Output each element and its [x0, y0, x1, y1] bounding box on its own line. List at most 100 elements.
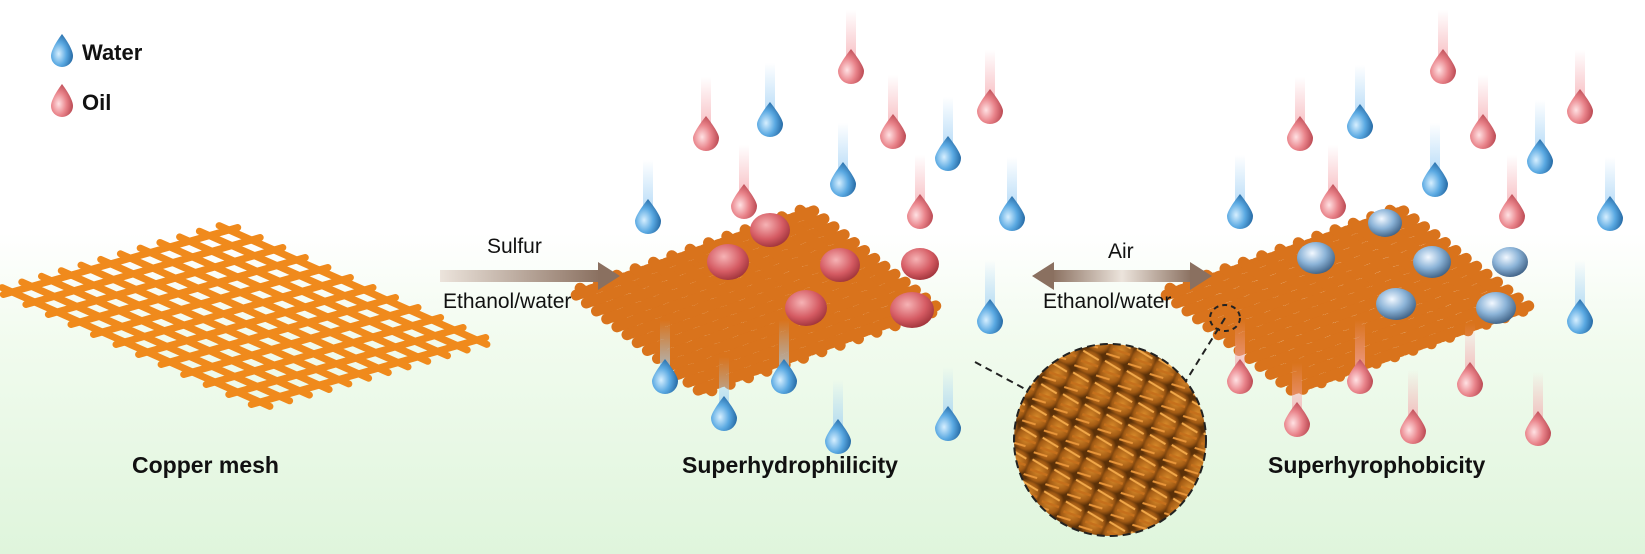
mesh-wire: [136, 244, 412, 371]
forward-arrow: [440, 262, 620, 290]
zoom-inset: [974, 304, 1241, 537]
oil-drop-icon: [907, 194, 933, 229]
reversible-arrow: [1032, 262, 1212, 290]
water-trail: [779, 320, 789, 368]
mesh-wire: [18, 278, 294, 405]
water-drop-icon: [1567, 299, 1593, 334]
water-beads-on-mesh: [1297, 209, 1528, 324]
mesh-wire: [180, 304, 422, 378]
oil-drop-icon: [977, 89, 1003, 124]
oil-drop-icon: [1567, 89, 1593, 124]
falling-droplets: [635, 10, 1623, 454]
water-drop-icon: [830, 162, 856, 197]
legend-oil-drop-icon: [51, 84, 73, 117]
water-trail: [719, 357, 729, 405]
copper-mesh-illustration: [0, 222, 491, 410]
water-drop-icon: [1527, 139, 1553, 174]
oil-drop-icon: [838, 49, 864, 84]
water-trail: [1235, 155, 1245, 203]
oil-trail: [1355, 320, 1365, 368]
mesh-wire: [57, 267, 333, 393]
mesh-wire: [77, 261, 353, 388]
oil-droplets-on-mesh: [707, 213, 939, 328]
water-trail: [833, 380, 843, 428]
mesh-wire: [22, 234, 264, 308]
mesh-wire: [225, 324, 467, 398]
oil-drop-icon: [1400, 409, 1426, 444]
legend-water-label: Water: [82, 40, 143, 65]
arrow-label-air: Air: [1108, 240, 1134, 263]
oil-drop-icon: [1430, 49, 1456, 84]
arrow-label-ethanol-water: Ethanol/water: [443, 290, 572, 313]
oil-drop-icon: [693, 116, 719, 151]
oil-trail: [1235, 320, 1245, 368]
mesh-wire: [156, 239, 432, 365]
mesh-wire: [157, 294, 399, 368]
legend-oil-label: Oil: [82, 90, 112, 115]
oil-trail: [739, 145, 749, 193]
water-drop-icon: [1227, 194, 1253, 229]
oil-trail: [1328, 145, 1338, 193]
mesh-wire: [195, 227, 471, 354]
water-drop-icon: [977, 299, 1003, 334]
oil-trail: [701, 77, 711, 125]
mesh-wire: [672, 284, 921, 380]
oil-trail: [1292, 363, 1302, 411]
caption-superhydrophilicity: Superhydrophilicity: [682, 452, 898, 478]
mesh-wire: [0, 284, 274, 410]
oil-trail: [1478, 75, 1488, 123]
water-trail: [660, 320, 670, 368]
oil-drop-icon: [1284, 402, 1310, 437]
mesh-wire: [116, 250, 392, 377]
oil-drop-icon: [1499, 194, 1525, 229]
water-trail: [1355, 65, 1365, 113]
oil-trail: [1438, 10, 1448, 58]
water-trail: [985, 260, 995, 308]
oil-drop-icon: [731, 184, 757, 219]
oil-trail: [1507, 155, 1517, 203]
mesh-wire: [176, 233, 451, 360]
oil-drop-icon: [1320, 184, 1346, 219]
water-trail: [1430, 123, 1440, 171]
water-drop-icon: [935, 136, 961, 171]
oil-trail: [915, 155, 925, 203]
water-drop-icon: [999, 196, 1025, 231]
water-trail: [943, 367, 953, 415]
caption-copper-mesh: Copper mesh: [132, 452, 279, 478]
mesh-wire: [97, 255, 373, 382]
water-trail: [643, 160, 653, 208]
water-trail: [838, 123, 848, 171]
arrow-label-ethanol-water-reversible: Ethanol/water: [1043, 290, 1172, 313]
mesh-wire: [202, 314, 445, 388]
water-drop-icon: [825, 419, 851, 454]
water-trail: [943, 97, 953, 145]
water-drop-icon: [1597, 196, 1623, 231]
water-drop-icon: [652, 359, 678, 394]
mesh-wire: [38, 272, 313, 399]
oil-drop-icon: [1347, 359, 1373, 394]
oil-trail: [1295, 77, 1305, 125]
mesh-wire: [0, 224, 242, 298]
oil-trail: [1533, 372, 1543, 420]
mesh-wire: [135, 284, 377, 358]
water-drop-icon: [757, 102, 783, 137]
oil-drop-icon: [880, 114, 906, 149]
water-drop-icon: [1347, 104, 1373, 139]
water-drop-icon: [935, 406, 961, 441]
water-drop-icon: [1422, 162, 1448, 197]
caption-superhyrophobicity: Superhyrophobicity: [1268, 452, 1486, 478]
water-drop-icon: [711, 396, 737, 431]
mesh-wire: [44, 244, 287, 318]
oil-trail: [1575, 50, 1585, 98]
oil-trail: [1465, 323, 1475, 371]
legend-water-drop-icon: [51, 34, 73, 67]
water-trail: [765, 63, 775, 111]
oil-trail: [985, 50, 995, 98]
mesh-wire: [1264, 284, 1514, 380]
water-trail: [1535, 100, 1545, 148]
oil-drop-icon: [1525, 411, 1551, 446]
oil-drop-icon: [1470, 114, 1496, 149]
mesh-wire: [247, 334, 490, 408]
oil-drop-icon: [1457, 362, 1483, 397]
